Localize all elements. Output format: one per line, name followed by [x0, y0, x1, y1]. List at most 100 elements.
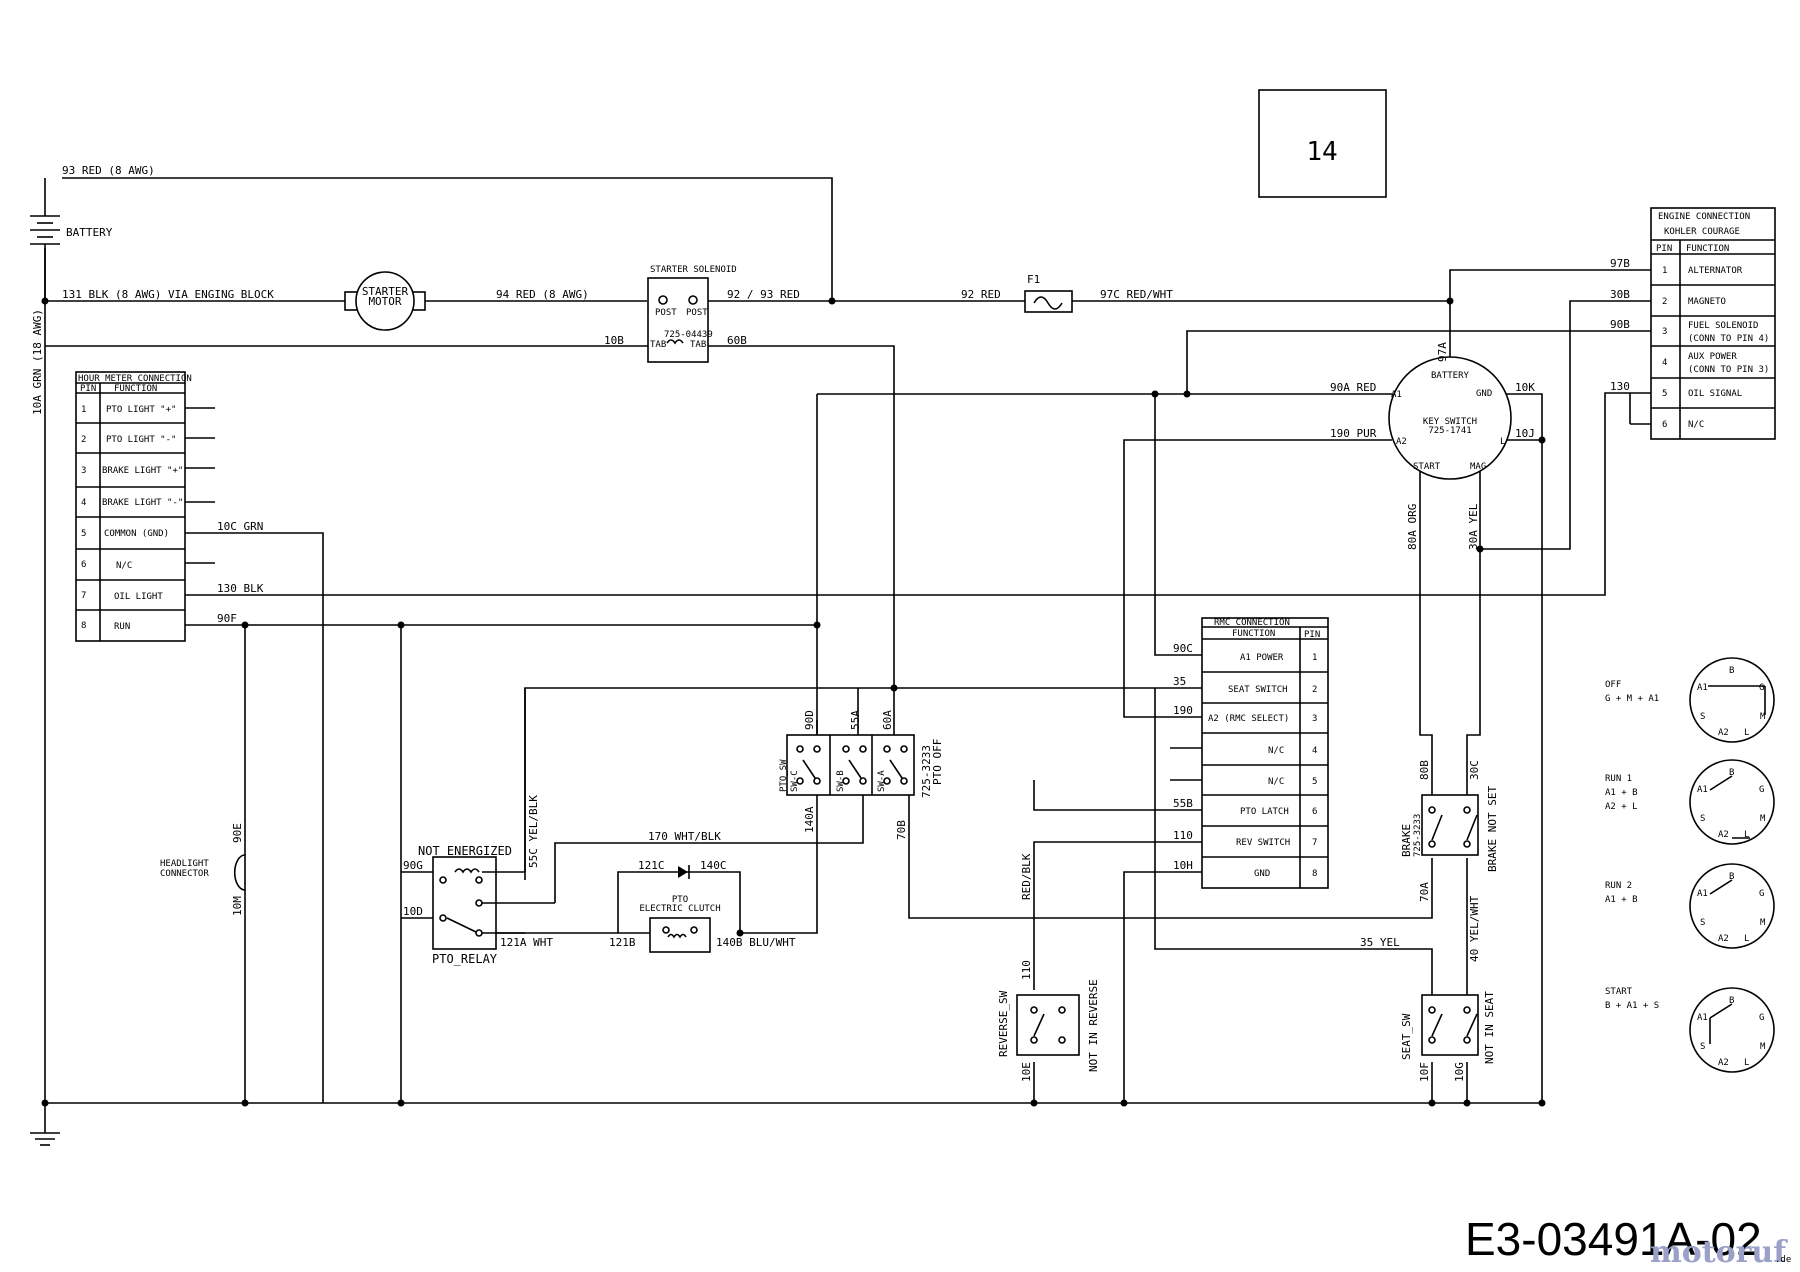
- key-position-title: START: [1605, 987, 1633, 997]
- wire-35-yel: 35 YEL: [1360, 936, 1400, 949]
- pto-sw-a: SW-A: [877, 770, 887, 792]
- wire-10c: 10C GRN: [217, 520, 263, 533]
- wires: [44, 177, 1651, 1104]
- dial-l: L: [1744, 830, 1749, 840]
- wire-10k: 10K: [1515, 381, 1535, 394]
- reverse-switch: [1016, 994, 1080, 1056]
- wire-92-red: 92 RED: [961, 288, 1001, 301]
- dial-g: G: [1759, 683, 1764, 693]
- not-energized-label: NOT ENERGIZED: [418, 844, 512, 858]
- hour-meter-function: PTO LIGHT "+": [106, 405, 176, 415]
- rmc-function: GND: [1254, 869, 1270, 879]
- dial-a1: A1: [1697, 889, 1708, 899]
- wire-80a: 80A ORG: [1406, 504, 1419, 550]
- engine-pin: 6: [1662, 420, 1667, 430]
- key-position-title: OFF: [1605, 680, 1621, 690]
- solenoid-post-left: [658, 295, 668, 305]
- hour-meter-pin: 6: [81, 560, 86, 570]
- dial-b: B: [1729, 996, 1734, 1006]
- starter-solenoid: [647, 277, 709, 363]
- solenoid-coil-icon: [666, 339, 684, 345]
- hour-meter-pin: 8: [81, 621, 86, 631]
- key-switch-mag: MAG: [1470, 462, 1486, 472]
- hour-meter-function: COMMON (GND): [104, 529, 169, 539]
- engine-function: OIL SIGNAL: [1688, 389, 1742, 399]
- key-switch-label: KEY SWITCH: [1423, 417, 1477, 427]
- headlight-connector: [233, 854, 246, 891]
- dial-g: G: [1759, 785, 1764, 795]
- hour-meter-function: N/C: [116, 561, 132, 571]
- rmc-function: SEAT SWITCH: [1228, 685, 1288, 695]
- pto-sw-part: 725-3233: [920, 745, 933, 798]
- wire-30b: 30B: [1610, 288, 1630, 301]
- hour-meter-pin: 7: [81, 591, 86, 601]
- starter-motor: [344, 271, 426, 331]
- rmc-pin: 6: [1312, 807, 1317, 817]
- key-position-line: A1 + B: [1605, 895, 1638, 905]
- rmc-pin: 8: [1312, 869, 1317, 879]
- wire-10j: 10J: [1515, 427, 1535, 440]
- dial-a2: A2: [1718, 728, 1729, 738]
- dial-a1: A1: [1697, 683, 1708, 693]
- wire-10m: 10M: [231, 896, 244, 916]
- rmc-pin: 4: [1312, 746, 1317, 756]
- key-dial-off: B A1 G S M A2 L: [1689, 657, 1775, 743]
- brake-switch: [1421, 794, 1479, 856]
- brake-part: 725-3233: [1413, 814, 1423, 857]
- wire-90c: 90C: [1173, 642, 1193, 655]
- rmc-function: REV SWITCH: [1236, 838, 1290, 848]
- engine-function: AUX POWER: [1688, 352, 1737, 362]
- wire-190: 190: [1173, 704, 1193, 717]
- rmc-col-pin: PIN: [1304, 630, 1320, 640]
- battery-label: BATTERY: [66, 226, 113, 239]
- hour-meter-col-function: FUNCTION: [114, 384, 157, 394]
- engine-pin: 4: [1662, 358, 1667, 368]
- wire-30c: 30C: [1468, 760, 1481, 780]
- pto-sw-b: SW-B: [836, 770, 846, 792]
- engine-rows: 1 ALTERNATOR 2 MAGNETO 3 FUEL SOLENOID (…: [1662, 266, 1769, 430]
- wire-130: 130: [1610, 380, 1630, 393]
- wire-10e: 10E: [1020, 1062, 1033, 1082]
- key-switch-battery: BATTERY: [1431, 371, 1470, 381]
- wire-35: 35: [1173, 675, 1186, 688]
- wire-90g: 90G: [403, 859, 423, 872]
- fuse-f1: [1024, 290, 1073, 313]
- rmc-function: N/C: [1268, 746, 1284, 756]
- dial-m: M: [1760, 918, 1766, 928]
- hour-meter-title: HOUR METER CONNECTION: [78, 374, 192, 384]
- solenoid-post-label-left: POST: [655, 308, 677, 318]
- dial-a2: A2: [1718, 934, 1729, 944]
- rmc-col-function: FUNCTION: [1232, 629, 1275, 639]
- wire-60a: 60A: [881, 710, 894, 730]
- wire-140b: 140B BLU/WHT: [716, 936, 796, 949]
- wire-10a: 10A GRN (18 AWG): [31, 309, 44, 415]
- wire-90d: 90D: [803, 710, 816, 730]
- dial-a1: A1: [1697, 1013, 1708, 1023]
- engine-function: ALTERNATOR: [1688, 266, 1743, 276]
- wire-10g: 10G: [1453, 1062, 1466, 1082]
- rmc-function: PTO LATCH: [1240, 807, 1289, 817]
- drawing-number: E3-03491A-02: [1465, 1213, 1762, 1265]
- seat-switch: [1421, 994, 1479, 1056]
- key-switch: [1388, 356, 1512, 480]
- key-position-line: G + M + A1: [1605, 694, 1659, 704]
- hour-meter-pin: 5: [81, 529, 86, 539]
- wire-97a: 97A: [1436, 342, 1449, 362]
- wire-55a: 55A: [849, 710, 862, 730]
- engine-pin: 1: [1662, 266, 1667, 276]
- wire-140c: 140C: [700, 859, 727, 872]
- starter-motor-label-2: MOTOR: [368, 295, 401, 308]
- engine-connection-table: [1650, 207, 1776, 440]
- pto-off-label: PTO OFF: [931, 739, 944, 785]
- dial-b: B: [1729, 872, 1734, 882]
- hour-meter-function: OIL LIGHT: [114, 592, 163, 602]
- wire-80b: 80B: [1418, 760, 1431, 780]
- wire-110-reverse: 110: [1020, 960, 1033, 980]
- pto-clutch-label-1: PTO: [672, 895, 688, 905]
- wire-92-93: 92 / 93 RED: [727, 288, 800, 301]
- key-position-title: RUN 1: [1605, 774, 1632, 784]
- key-position-line: A1 + B: [1605, 788, 1638, 798]
- solenoid-post-label-right: POST: [686, 308, 708, 318]
- relay-coil-icon: [454, 868, 480, 874]
- dial-a1: A1: [1697, 785, 1708, 795]
